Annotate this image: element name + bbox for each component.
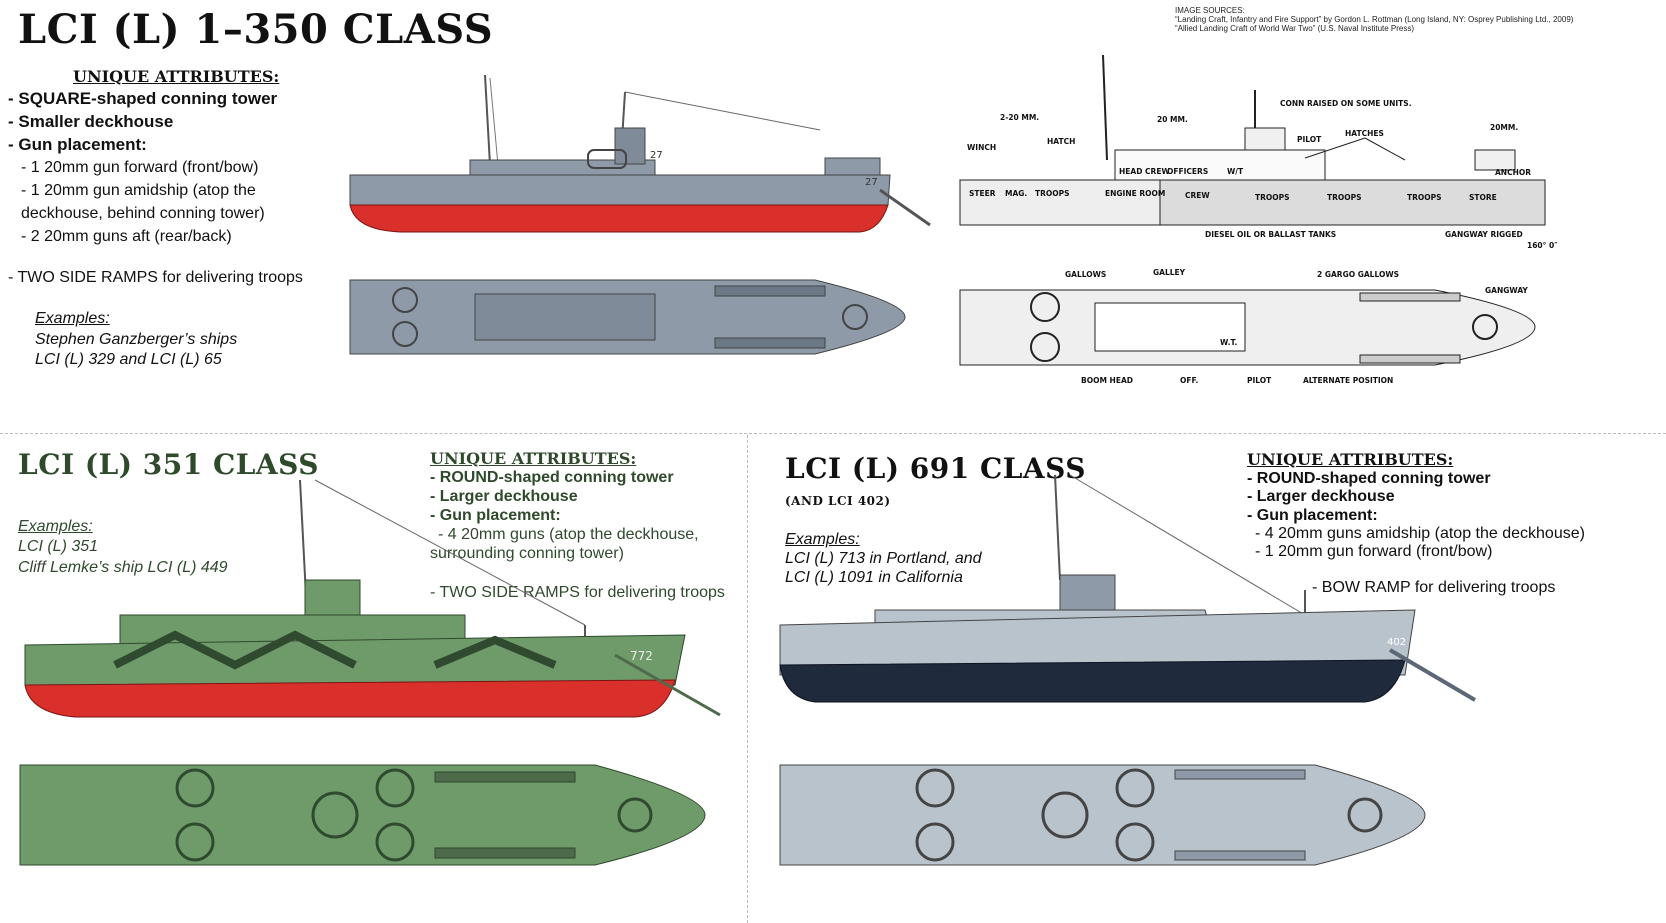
right-attribute-1: - ROUND-shaped conning tower xyxy=(1247,470,1491,487)
svg-text:TROOPS: TROOPS xyxy=(1255,193,1290,202)
left-attribute-1: - ROUND-shaped conning tower xyxy=(430,469,674,486)
right-attributes-heading: UNIQUE ATTRIBUTES: xyxy=(1247,450,1454,469)
right-example-2: LCI (L) 1091 in California xyxy=(785,569,963,586)
right-ship-number: 402 xyxy=(1387,637,1406,648)
right-attribute-2: - Larger deckhouse xyxy=(1247,488,1395,505)
svg-text:PILOT: PILOT xyxy=(1247,376,1272,385)
left-attributes-heading: UNIQUE ATTRIBUTES: xyxy=(430,449,637,468)
svg-text:MAG.: MAG. xyxy=(1005,189,1027,198)
svg-text:CREW: CREW xyxy=(1185,191,1210,200)
left-example-1: LCI (L) 351 xyxy=(18,538,99,555)
top-gun-2: - 1 20mm gun amidship (atop the xyxy=(21,182,256,199)
top-gun-3: deckhouse, behind conning tower) xyxy=(21,205,265,222)
horizontal-divider xyxy=(0,433,1666,434)
svg-text:GANGWAY RIGGED: GANGWAY RIGGED xyxy=(1445,230,1523,239)
svg-text:CONN RAISED ON SOME UNITS.: CONN RAISED ON SOME UNITS. xyxy=(1280,99,1412,108)
right-ship-side-view: 402 xyxy=(779,474,1477,703)
svg-text:2 GARGO GALLOWS: 2 GARGO GALLOWS xyxy=(1317,270,1399,279)
sources-line-1: “Landing Craft, Infantry and Fire Suppor… xyxy=(1175,15,1574,24)
top-gun-1: - 1 20mm gun forward (front/bow) xyxy=(21,159,259,176)
right-attribute-3: - Gun placement: xyxy=(1247,507,1378,524)
svg-text:ALTERNATE POSITION: ALTERNATE POSITION xyxy=(1303,376,1393,385)
top-ship-side-view: 27 27 xyxy=(349,74,931,233)
top-attribute-1: - SQUARE-shaped conning tower xyxy=(8,89,278,108)
svg-text:20 MM.: 20 MM. xyxy=(1157,115,1188,124)
svg-text:27: 27 xyxy=(865,177,878,188)
svg-text:TROOPS: TROOPS xyxy=(1035,189,1070,198)
right-ship-top-view xyxy=(779,764,1426,866)
top-attribute-3: - Gun placement: xyxy=(8,135,147,154)
top-gun-4: - 2 20mm guns aft (rear/back) xyxy=(21,228,232,245)
sources-heading: IMAGE SOURCES: xyxy=(1175,6,1245,15)
left-gun-2: surrounding conning tower) xyxy=(430,545,624,562)
svg-text:BOOM HEAD: BOOM HEAD xyxy=(1081,376,1133,385)
svg-text:20MM.: 20MM. xyxy=(1490,123,1518,132)
svg-text:GALLOWS: GALLOWS xyxy=(1065,270,1106,279)
right-class-title: LCI (L) 691 CLASS xyxy=(785,452,1086,485)
svg-text:HEAD CREW: HEAD CREW xyxy=(1119,167,1170,176)
left-ship-side-view: 772 xyxy=(24,479,721,718)
svg-text:2-20 MM.: 2-20 MM. xyxy=(1000,113,1039,122)
top-example-2: LCI (L) 329 and LCI (L) 65 xyxy=(35,351,222,368)
svg-text:TROOPS: TROOPS xyxy=(1327,193,1362,202)
right-ramps: - BOW RAMP for delivering troops xyxy=(1312,579,1556,596)
svg-text:OFFICERS: OFFICERS xyxy=(1167,167,1208,176)
top-ship-top-view xyxy=(349,279,906,355)
right-example-1: LCI (L) 713 in Portland, and xyxy=(785,550,982,567)
left-class-title: LCI (L) 351 CLASS xyxy=(18,448,319,481)
svg-text:WINCH: WINCH xyxy=(967,143,996,152)
svg-text:TROOPS: TROOPS xyxy=(1407,193,1442,202)
svg-text:STORE: STORE xyxy=(1469,193,1497,202)
top-ramps: - TWO SIDE RAMPS for delivering troops xyxy=(8,269,303,286)
top-class-title: LCI (L) 1–350 CLASS xyxy=(18,6,494,53)
svg-text:OFF.: OFF. xyxy=(1180,376,1199,385)
right-gun-1: - 4 20mm guns amidship (atop the deckhou… xyxy=(1255,525,1585,542)
profile-diagram: WINCH 2-20 MM. HATCH 20 MM. CONN RAISED … xyxy=(959,54,1558,250)
top-attribute-2: - Smaller deckhouse xyxy=(8,112,174,131)
svg-text:HATCH: HATCH xyxy=(1047,137,1075,146)
svg-text:GANGWAY: GANGWAY xyxy=(1485,286,1528,295)
svg-text:HATCHES: HATCHES xyxy=(1345,129,1384,138)
right-gun-2: - 1 20mm gun forward (front/bow) xyxy=(1255,543,1493,560)
vertical-divider xyxy=(747,435,748,923)
svg-text:DIESEL OIL OR BALLAST TANKS: DIESEL OIL OR BALLAST TANKS xyxy=(1205,230,1336,239)
top-example-1: Stephen Ganzberger’s ships xyxy=(35,331,238,348)
svg-text:W.T.: W.T. xyxy=(1220,338,1237,347)
top-examples-heading: Examples: xyxy=(35,310,110,327)
svg-text:ENGINE ROOM: ENGINE ROOM xyxy=(1105,189,1165,198)
left-ship-number: 772 xyxy=(630,649,653,663)
top-attributes-heading: UNIQUE ATTRIBUTES: xyxy=(73,67,280,86)
right-class-subtitle: (AND LCI 402) xyxy=(785,494,891,508)
top-ship-number: 27 xyxy=(650,150,663,161)
left-attribute-2: - Larger deckhouse xyxy=(430,488,578,505)
svg-text:STEER: STEER xyxy=(969,189,996,198)
svg-text:W/T: W/T xyxy=(1227,167,1244,176)
svg-text:PILOT: PILOT xyxy=(1297,135,1322,144)
plan-diagram: GALLOWS GALLEY 2 GARGO GALLOWS GANGWAY W… xyxy=(959,268,1536,385)
left-example-2: Cliff Lemke’s ship LCI (L) 449 xyxy=(18,559,228,576)
left-ramps: - TWO SIDE RAMPS for delivering troops xyxy=(430,584,725,601)
right-examples-heading: Examples: xyxy=(785,531,860,548)
left-gun-1: - 4 20mm guns (atop the deckhouse, xyxy=(438,526,699,543)
sources-line-2: “Allied Landing Craft of World War Two” … xyxy=(1175,24,1415,33)
svg-text:ANCHOR: ANCHOR xyxy=(1495,168,1531,177)
svg-text:GALLEY: GALLEY xyxy=(1153,268,1186,277)
left-examples-heading: Examples: xyxy=(18,518,93,535)
left-attribute-3: - Gun placement: xyxy=(430,507,561,524)
left-ship-top-view xyxy=(19,764,706,866)
svg-text:160° 0″: 160° 0″ xyxy=(1527,241,1558,250)
